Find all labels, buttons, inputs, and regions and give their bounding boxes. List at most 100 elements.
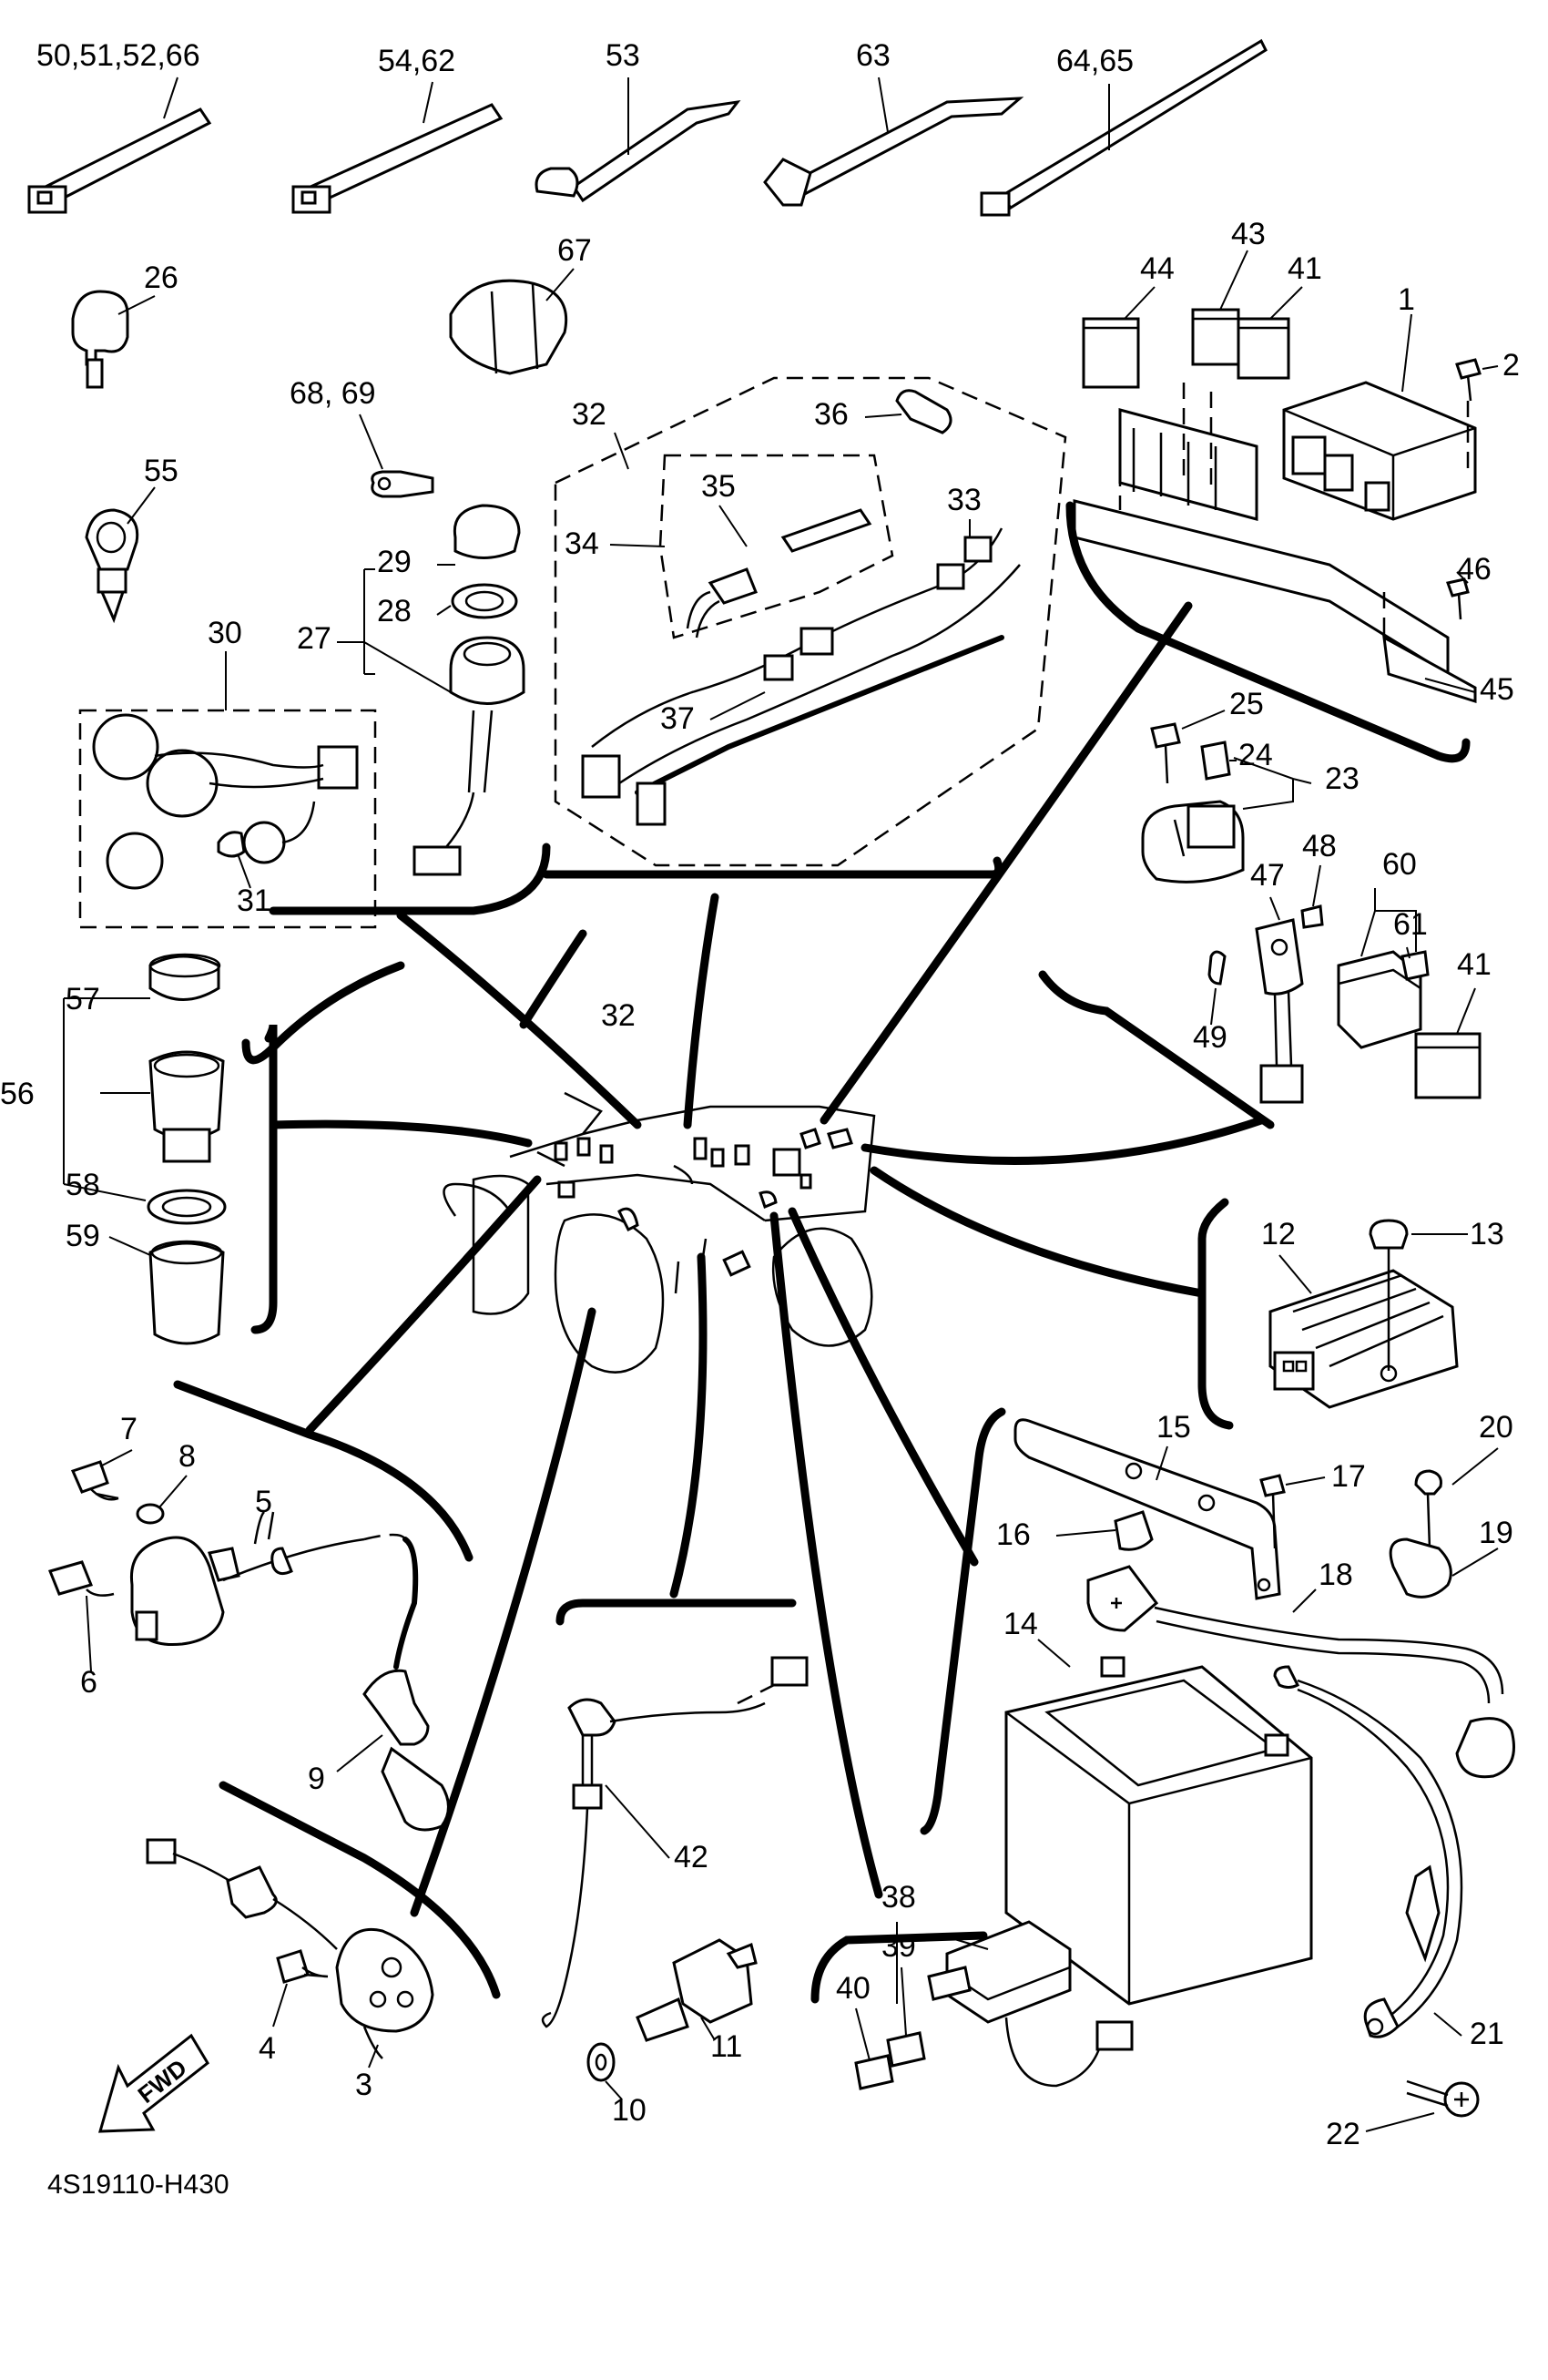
cable-tie-53: [535, 77, 741, 203]
label-6: 6: [80, 1665, 97, 1700]
cable-tie-50-51-52-66: [27, 77, 212, 214]
label-9: 9: [308, 1762, 325, 1796]
connector-leaders: [173, 501, 1471, 2004]
label-2: 2: [1502, 348, 1520, 383]
battery-box-bracket-15: [1013, 1418, 1281, 1600]
clamp-67: [449, 268, 575, 375]
label-27: 27: [297, 621, 331, 656]
label-44: 44: [1140, 251, 1175, 286]
label-15: 15: [1156, 1410, 1191, 1445]
label-13: 13: [1470, 1217, 1504, 1251]
label-32-center: 32: [601, 998, 636, 1033]
label-32-top: 32: [572, 397, 606, 432]
label-14: 14: [1003, 1607, 1038, 1641]
label-25: 25: [1229, 687, 1264, 721]
bolt-17: [1259, 1474, 1326, 1549]
label-33: 33: [947, 483, 982, 517]
cable-tie-63: [763, 77, 1024, 207]
label-64-65: 64,65: [1056, 44, 1134, 78]
accessory-socket-56: [63, 953, 227, 1345]
label-7: 7: [120, 1412, 137, 1446]
cable-tie-64-65: [980, 38, 1268, 217]
label-10: 10: [612, 2093, 647, 2128]
lamp-set-30: [78, 651, 377, 929]
label-21: 21: [1470, 2017, 1504, 2051]
label-12: 12: [1261, 1217, 1296, 1251]
label-40: 40: [836, 1971, 871, 2006]
label-53: 53: [606, 38, 640, 73]
label-56: 56: [0, 1077, 35, 1111]
label-30: 30: [208, 616, 242, 650]
label-47: 47: [1250, 858, 1285, 893]
label-45: 45: [1480, 672, 1514, 707]
main-switch-27: [337, 504, 525, 876]
label-17: 17: [1331, 1459, 1366, 1494]
fuse-39-40: [854, 1966, 926, 2090]
label-50-51-52-66: 50,51,52,66: [36, 38, 200, 73]
label-23: 23: [1325, 761, 1360, 796]
unit-38: [896, 1920, 1134, 2088]
label-34: 34: [565, 526, 599, 561]
pickup-coil-3: [146, 1838, 434, 2068]
label-20: 20: [1479, 1410, 1513, 1445]
label-16: 16: [996, 1517, 1031, 1552]
label-19: 19: [1479, 1516, 1513, 1550]
starter-relay-23: [1141, 710, 1312, 884]
label-18: 18: [1319, 1558, 1353, 1592]
label-61: 61: [1393, 907, 1428, 942]
relay-47: [1207, 864, 1324, 1104]
clamp-26: [71, 290, 156, 389]
label-49: 49: [1193, 1020, 1227, 1055]
label-24: 24: [1238, 738, 1273, 772]
band-19-20: [1389, 1447, 1499, 1599]
label-42: 42: [674, 1840, 708, 1874]
label-3: 3: [355, 2068, 372, 2102]
label-37: 37: [660, 701, 695, 736]
key-68-69: [359, 414, 434, 498]
label-31: 31: [237, 884, 271, 918]
positive-cable-18: [1086, 1565, 1515, 1779]
relay-41-lower: [1414, 987, 1482, 1099]
label-35: 35: [701, 469, 736, 504]
label-59: 59: [66, 1219, 100, 1253]
label-48: 48: [1302, 829, 1337, 863]
negative-cable-21: [1273, 1665, 1463, 2038]
label-26: 26: [144, 260, 178, 295]
ignition-coil-5: [47, 1449, 450, 1832]
label-67: 67: [557, 233, 592, 268]
rectifier-regulator-12: [1268, 1219, 1468, 1409]
label-22: 22: [1326, 2117, 1360, 2151]
label-29: 29: [377, 545, 412, 579]
label-41-top: 41: [1288, 251, 1322, 286]
wire-harness-32: [554, 376, 1067, 867]
label-68-69: 68, 69: [290, 376, 376, 411]
label-11: 11: [710, 2029, 742, 2064]
fuse-box-60: [1337, 888, 1430, 1049]
damper-16: [1055, 1510, 1154, 1551]
label-28: 28: [377, 594, 412, 628]
label-55: 55: [144, 454, 178, 488]
forward-arrow-icon: FWD: [97, 2033, 209, 2133]
label-8: 8: [178, 1439, 196, 1474]
washer-10: [586, 2042, 623, 2100]
label-38: 38: [881, 1880, 916, 1915]
label-63: 63: [856, 38, 891, 73]
cable-tie-54-62: [291, 81, 504, 214]
ecu-bracket-assembly: [1073, 250, 1499, 704]
label-54-62: 54,62: [378, 44, 455, 78]
battery-14: [1004, 1639, 1313, 2006]
bolt-4: [272, 1949, 329, 2028]
part-labels: 50,51,52,66 54,62 53 63 64,65 26 67 68, …: [0, 38, 1520, 2200]
sensor-11: [636, 1938, 758, 2042]
label-41-mid: 41: [1457, 947, 1492, 982]
neutral-switch-42: [541, 1656, 809, 2028]
label-60: 60: [1382, 847, 1417, 882]
label-43: 43: [1231, 217, 1266, 251]
vehicle-frame-outline: [443, 1091, 876, 1374]
clamp-55: [85, 486, 156, 624]
screw-22: [1365, 2079, 1480, 2132]
label-5: 5: [255, 1485, 272, 1519]
label-4: 4: [259, 2031, 276, 2066]
label-36: 36: [814, 397, 849, 432]
